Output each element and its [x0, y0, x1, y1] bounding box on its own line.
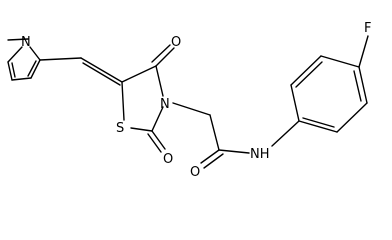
bond-aryl-f	[358, 35, 369, 68]
bonds	[7, 35, 369, 169]
atom-n-ring: N	[160, 97, 170, 112]
atom-o-c2: O	[163, 152, 173, 167]
bond-pyrrole-n-c2	[29, 46, 41, 61]
bond-n-methyl	[7, 38, 29, 41]
bond-aryl-c5-c6	[336, 102, 368, 133]
bond-c4-o-double	[151, 44, 171, 63]
bond-pyrrole-c3-c4	[11, 77, 32, 81]
bond-s1-c5	[121, 81, 125, 121]
bond-pyrrole-c2-c3-double	[27, 60, 37, 77]
bond-aryl-c2-c3	[290, 55, 322, 86]
bond-pyrrole-c4-c5-double	[11, 62, 16, 78]
atom-s-ring: S	[116, 121, 124, 136]
bond-aryl-c1-c2	[290, 84, 300, 122]
bond-amide-c-n	[218, 149, 250, 154]
bond-methine-to-c5	[80, 57, 123, 83]
bond-c4-o	[155, 47, 175, 67]
bond-ch2-amide-c	[209, 114, 220, 151]
bond-c2-o	[151, 130, 166, 150]
bond-c4-n3	[155, 65, 164, 97]
atom-nh-amide: NH	[250, 147, 270, 162]
bond-methine-to-c5-double	[82, 62, 121, 86]
atom-f: F	[364, 21, 371, 36]
atom-o-c4: O	[171, 35, 181, 50]
bond-c5-c4	[121, 65, 157, 83]
bond-aryl-c4-c5-double	[353, 70, 362, 102]
molecule-structure: N O N S O O NH F	[7, 21, 371, 180]
atom-labels: N O N S O O NH F	[21, 21, 371, 180]
bond-amide-c-o	[200, 149, 220, 164]
bond-aryl-c2-c3-double	[295, 61, 323, 88]
bond-n3-c2	[151, 106, 164, 132]
bond-pyrrole-to-methine	[39, 57, 82, 61]
bond-c2-s1	[130, 127, 153, 132]
atom-n-pyrrole: N	[21, 35, 31, 50]
bond-aryl-c6-c1	[298, 120, 338, 133]
bond-pyrrole-c2-c3	[30, 59, 41, 79]
bond-pyrrole-c5-n	[7, 46, 23, 63]
atom-o-amide: O	[190, 165, 200, 180]
bond-c2-o-double	[147, 133, 162, 153]
bond-pyrrole-c4-c5	[7, 61, 13, 81]
bond-n3-ch2	[172, 102, 211, 116]
bond-amide-n-aryl	[271, 120, 300, 147]
bond-aryl-c6-c1-double	[302, 117, 335, 128]
bond-amide-c-o-double	[203, 153, 224, 169]
bond-aryl-c4-c5	[358, 66, 368, 104]
bond-aryl-c3-c4	[320, 55, 360, 68]
structure-canvas: N O N S O O NH F	[7, 21, 371, 180]
